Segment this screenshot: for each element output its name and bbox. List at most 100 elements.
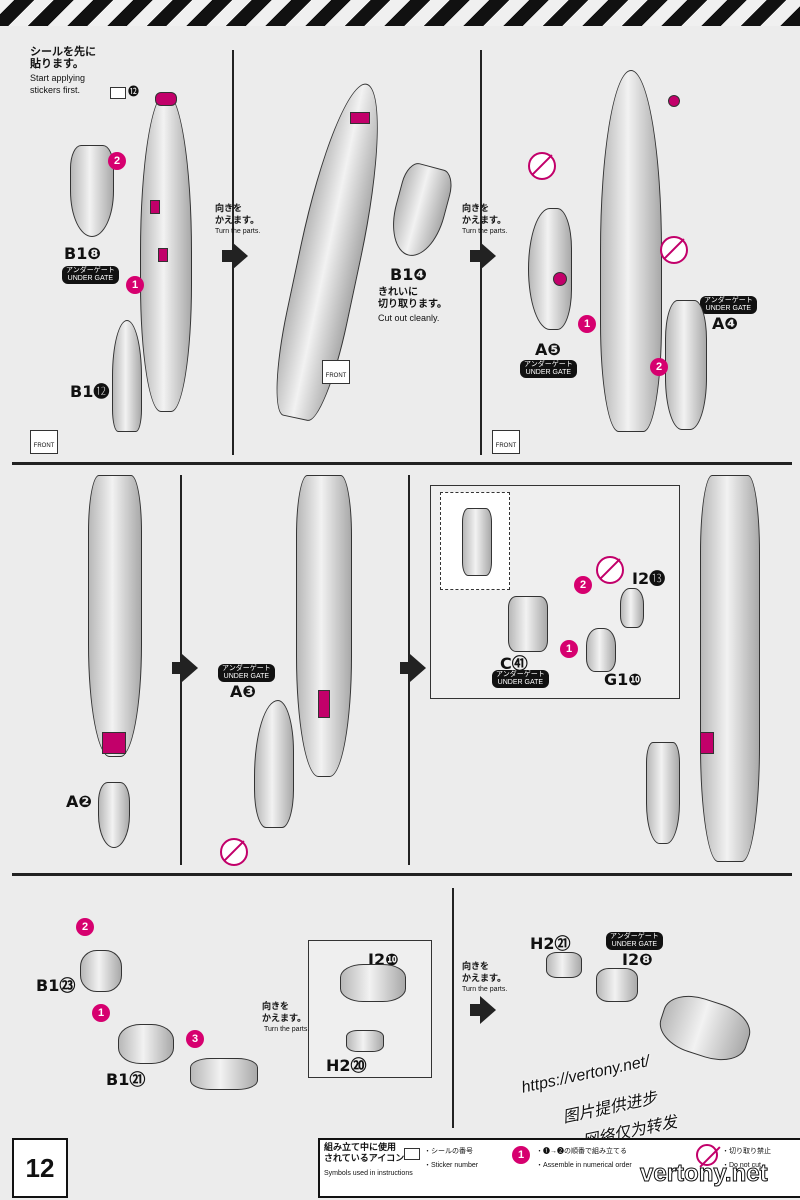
no-cut-icon — [528, 152, 556, 180]
part-b1-23 — [80, 950, 122, 992]
part-h2-20 — [346, 1030, 384, 1052]
step-2-badge: 2 — [650, 358, 668, 376]
leg-part-main — [140, 92, 192, 412]
step-arrow — [182, 654, 198, 682]
arrow-stem — [470, 1004, 480, 1016]
sticker-mark — [700, 732, 714, 754]
no-cut-icon — [596, 556, 624, 584]
part-g1-10 — [586, 628, 616, 672]
legend-nocut-jp: ・切り取り禁止 — [722, 1148, 771, 1155]
step-1-badge: 1 — [560, 640, 578, 658]
step-arrow — [410, 654, 426, 682]
turn-parts-jp: 向きを かえます。 — [215, 203, 260, 225]
legend-heading-jp: 組み立て中に使用 されているアイコン — [324, 1142, 405, 1163]
step-divider — [452, 888, 454, 1128]
part-label: H2⑳ — [326, 1056, 367, 1075]
leg-lower-a — [88, 475, 142, 757]
turn-arrow — [232, 242, 248, 270]
section-divider-1 — [12, 462, 792, 465]
part-b1-21 — [118, 1024, 174, 1064]
cut-note-en: Cut out cleanly. — [378, 313, 440, 323]
sticker-icon — [404, 1148, 420, 1160]
sticker-mark — [150, 200, 160, 214]
arrow-stem — [222, 250, 232, 262]
turn-parts-jp: 向きを かえます。 — [462, 961, 507, 983]
turn-arrow — [480, 996, 496, 1024]
part-i2-8 — [596, 968, 638, 1002]
legend-nocut-en: ・Do not cut — [722, 1162, 761, 1169]
turn-parts-en: Turn the parts. — [462, 986, 508, 993]
step-2-badge: 2 — [108, 152, 126, 170]
turn-parts-jp: 向きを かえます。 — [262, 1001, 307, 1023]
part-label: B1㉓ — [36, 976, 76, 995]
legend-order-jp: ・❶→❷の順番で組み立てる — [536, 1148, 627, 1155]
sticker-mark — [553, 272, 567, 286]
sticker-note-en: Start applying stickers first. — [30, 73, 86, 95]
part-label: A❷ — [66, 792, 92, 811]
sticker-mark — [155, 92, 177, 106]
part-label: G1❿ — [604, 670, 642, 689]
detail-inset-foot — [308, 940, 432, 1078]
step-2-badge: 2 — [76, 918, 94, 936]
sticker-note-jp: シールを先に 貼ります。 — [30, 46, 96, 70]
sticker-icon — [110, 87, 126, 99]
front-icon: FRONT — [492, 430, 520, 454]
step-1-badge: 1 — [92, 1004, 110, 1022]
part-label: I2❽ — [622, 950, 653, 969]
part-label: A❹ — [712, 314, 738, 333]
step-1-badge: 1 — [578, 315, 596, 333]
legend-heading-en: Symbols used in instructions — [324, 1170, 413, 1177]
legend-order-en: ・Assemble in numerical order — [536, 1162, 632, 1169]
cut-note-jp: きれいに 切り取ります。 — [378, 287, 447, 310]
part-label: A❺ — [535, 340, 561, 359]
part-a3 — [254, 700, 294, 828]
arrow-stem — [470, 250, 480, 262]
arrow-stem — [400, 662, 410, 674]
sticker-ref: ⓬ — [128, 86, 139, 98]
front-icon: FRONT — [322, 360, 350, 384]
page-number: 12 — [12, 1138, 68, 1198]
legend-sticker-en: ・Sticker number — [424, 1162, 479, 1169]
part-b1-8 — [70, 145, 114, 237]
part-i2-13 — [620, 588, 644, 628]
leg-lower-b — [296, 475, 352, 777]
part-a2 — [98, 782, 130, 848]
part-c41 — [508, 596, 548, 652]
sticker-mark — [158, 248, 168, 262]
sticker-part — [462, 508, 492, 576]
step-2-badge: 2 — [574, 576, 592, 594]
hazard-stripe-header — [0, 0, 800, 26]
part-label: H2㉑ — [530, 934, 571, 953]
part-assembled-foot — [190, 1058, 258, 1090]
symbol-legend: 組み立て中に使用 されているアイコン Symbols used in instr… — [318, 1138, 800, 1198]
part-a5 — [528, 208, 572, 330]
part-i2-10 — [340, 964, 406, 1002]
step-1-badge: 1 — [126, 276, 144, 294]
no-cut-icon — [696, 1144, 718, 1166]
sticker-mark — [668, 95, 680, 107]
part-b1-12 — [112, 320, 142, 432]
part-g1-assembled — [646, 742, 680, 844]
part-b1-4 — [383, 160, 457, 262]
part-label: B1⓬ — [70, 382, 110, 401]
part-label: B1㉑ — [106, 1070, 146, 1089]
turn-parts-en: Turn the parts. — [215, 228, 261, 235]
order-icon: 1 — [512, 1146, 530, 1164]
watermark-brand: vertony.net — [640, 1160, 769, 1188]
part-label: I2⓭ — [632, 569, 666, 588]
part-label: C㊶ — [500, 654, 528, 673]
part-label: B1❽ — [64, 244, 101, 263]
no-cut-icon — [660, 236, 688, 264]
turn-parts-en: Turn the parts. — [462, 228, 508, 235]
part-a4 — [665, 300, 707, 430]
no-cut-icon — [220, 838, 248, 866]
legend-sticker-jp: ・シールの番号 — [424, 1148, 473, 1155]
step-3-badge: 3 — [186, 1030, 204, 1048]
